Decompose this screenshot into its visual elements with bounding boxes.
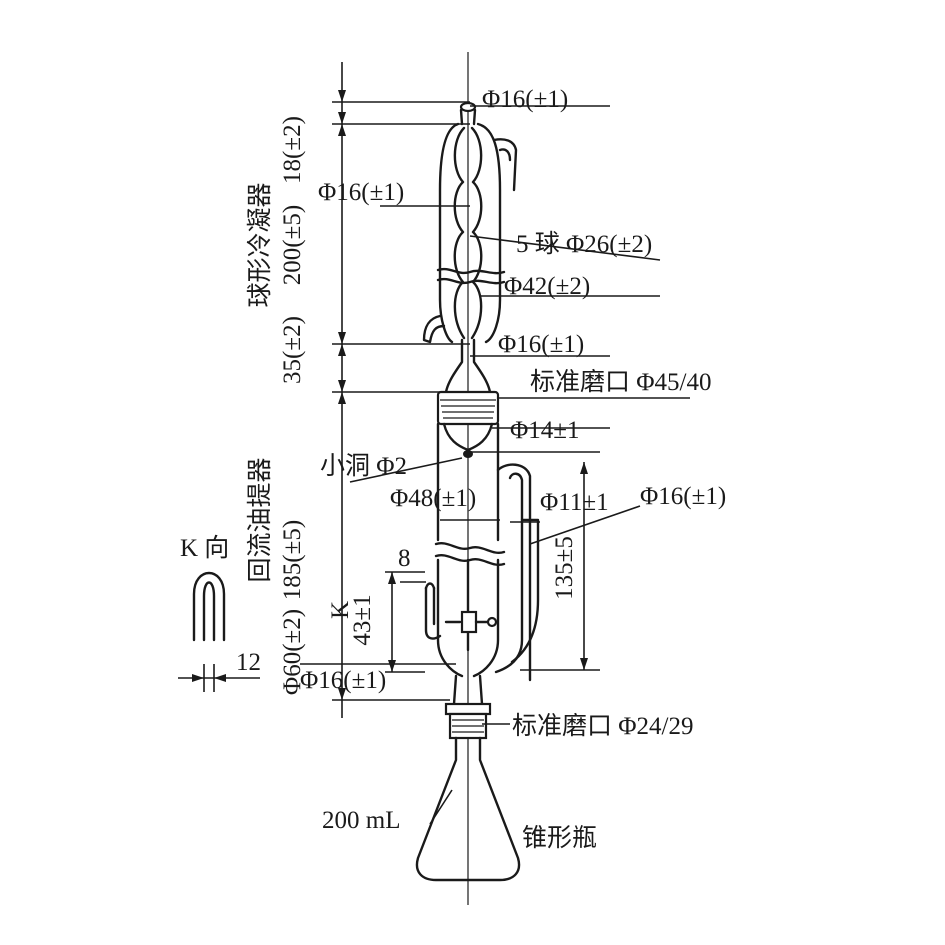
label-dim-200: 200(±5) [279, 205, 306, 285]
label-phi16-bottom: Φ16(±1) [300, 667, 386, 694]
label-five-balls: 5 球 Φ26(±2) [516, 230, 652, 258]
label-dim-18: 18(±2) [279, 116, 306, 184]
label-small-hole: 小洞 Φ2 [320, 452, 407, 480]
label-dim-185: 185(±5) [279, 520, 306, 600]
leader-lines [300, 105, 690, 825]
label-dim-8: 8 [398, 545, 411, 572]
label-dim-135: 135±5 [551, 536, 578, 600]
label-phi16-mid: Φ16(±1) [498, 331, 584, 358]
label-dim-43: 43±1 [349, 594, 376, 645]
label-k-view: K 向 [180, 534, 229, 562]
label-phi11: Φ11±1 [540, 489, 609, 516]
ball-condenser [422, 101, 518, 394]
conical-flask [415, 736, 521, 882]
label-extractor: 回流油提器 [246, 457, 274, 582]
label-phi14: Φ14±1 [510, 417, 580, 444]
k-view-detail [178, 571, 260, 692]
label-k-marker: K [327, 601, 354, 619]
reflux-extractor [424, 422, 540, 706]
label-flask: 锥形瓶 [522, 824, 597, 852]
label-phi48: Φ48(±1) [390, 485, 476, 512]
label-volume: 200 mL [322, 807, 400, 834]
label-phi16-left: Φ16(±1) [318, 179, 404, 206]
label-phi16-top: Φ16(±1) [482, 86, 568, 113]
label-phi16-right: Φ16(±1) [640, 483, 726, 510]
ground-joint-45-40 [436, 390, 500, 458]
label-condenser: 球形冷凝器 [246, 182, 274, 307]
label-phi60: Φ60(±2) [279, 609, 306, 695]
label-joint-24: 标准磨口 Φ24/29 [512, 712, 693, 740]
label-joint-45: 标准磨口 Φ45/40 [530, 368, 711, 396]
label-dim-12: 12 [236, 649, 261, 676]
label-dim-35: 35(±2) [279, 316, 306, 384]
label-phi42: Φ42(±2) [504, 273, 590, 300]
dimension-lines [332, 62, 600, 718]
ground-joint-24-29 [444, 702, 492, 740]
